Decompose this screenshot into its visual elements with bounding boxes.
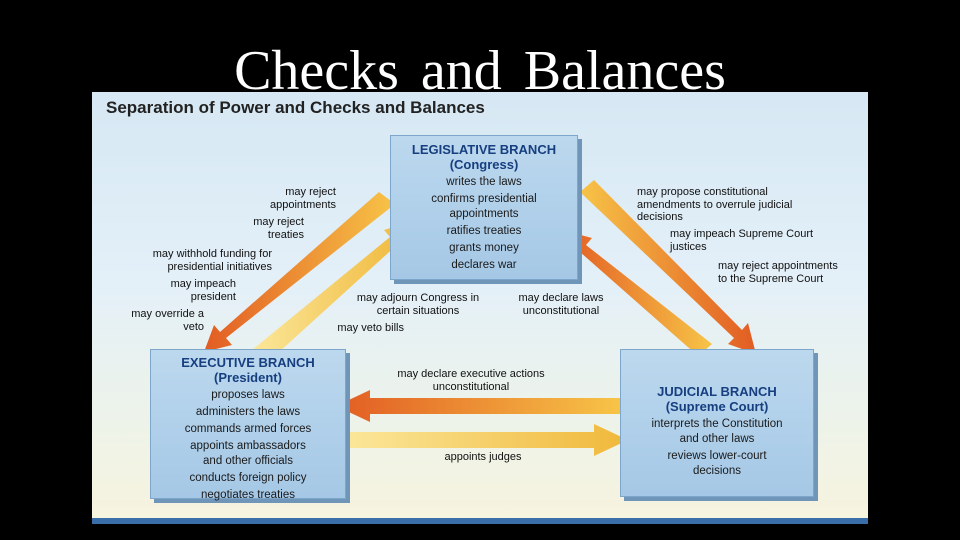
arrow-exec-to-leg: [252, 222, 410, 362]
slide-title: Checks and Balances: [234, 40, 726, 102]
judicial-branch-name: JUDICIAL BRANCH: [657, 384, 777, 399]
check-label: may veto bills: [337, 322, 404, 334]
diagram-heading: Separation of Power and Checks and Balan…: [106, 98, 485, 117]
legislative-branch-sub: (Congress): [449, 157, 519, 172]
legislative-branch-box: LEGISLATIVE BRANCH (Congress) writes the…: [390, 135, 578, 280]
judicial-power: interprets the Constitution and other la…: [651, 418, 783, 445]
check-label: may declare laws unconstitutional: [518, 292, 604, 317]
executive-power: conducts foreign policy: [189, 472, 307, 484]
executive-power: negotiates treaties: [201, 489, 295, 501]
judicial-power: reviews lower-court decisions: [667, 450, 767, 477]
legislative-branch-name: LEGISLATIVE BRANCH: [411, 142, 557, 157]
legislative-power: declares war: [451, 259, 517, 271]
check-label: may reject appointments: [270, 186, 337, 211]
arrow-leg-to-exec: [204, 192, 395, 352]
check-label: may adjourn Congress in certain situatio…: [356, 292, 480, 317]
check-label: may declare executive actions unconstitu…: [397, 368, 545, 393]
executive-branch-name: EXECUTIVE BRANCH: [181, 355, 315, 370]
legislative-power: ratifies treaties: [446, 225, 522, 237]
check-label: may impeach Supreme Court justices: [670, 228, 814, 253]
check-label: may withhold funding for presidential in…: [152, 248, 272, 273]
check-label: may propose constitutional amendments to…: [637, 186, 793, 223]
arrow-jud-to-leg: [562, 230, 712, 356]
arrow-leg-to-jud: [580, 180, 756, 354]
arrow-jud-to-exec: [336, 390, 620, 422]
executive-power: commands armed forces: [184, 423, 312, 435]
diagram-footer-bar: [92, 518, 868, 524]
check-label: appoints judges: [444, 451, 522, 463]
legislative-power: writes the laws: [446, 176, 522, 188]
judicial-branch-sub: (Supreme Court): [665, 399, 769, 414]
judicial-branch-box: JUDICIAL BRANCH (Supreme Court) interpre…: [620, 349, 814, 497]
checks-and-balances-diagram: Separation of Power and Checks and Balan…: [92, 92, 868, 524]
arrows-layer: [204, 180, 756, 456]
executive-power: proposes laws: [211, 389, 285, 401]
executive-power: administers the laws: [195, 406, 301, 418]
check-label: may impeach president: [170, 278, 236, 303]
legislative-power: confirms presidential appointments: [431, 193, 537, 220]
executive-branch-box: EXECUTIVE BRANCH (President) proposes la…: [150, 349, 346, 501]
executive-branch-sub: (President): [214, 370, 282, 385]
legislative-power: grants money: [449, 242, 519, 254]
check-label: may reject appointments to the Supreme C…: [718, 260, 838, 285]
arrow-exec-to-jud: [346, 424, 628, 456]
check-label: may reject treaties: [253, 216, 304, 241]
check-label: may override a veto: [131, 308, 204, 333]
executive-power: appoints ambassadors and other officials: [190, 440, 306, 467]
